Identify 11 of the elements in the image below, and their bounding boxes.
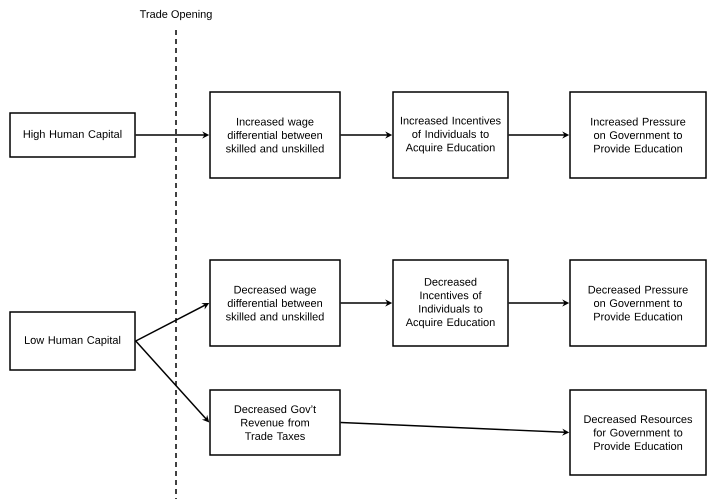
axis-label: Trade Opening (140, 10, 212, 20)
process-box: Decreased Pressure on Government to Provide Education (569, 259, 707, 347)
process-box: Decreased wage differential between skilled and unskilled (209, 259, 341, 347)
process-box: Decreased Incentives of Individuals to Acquire Education (392, 259, 509, 347)
process-box: High Human Capital (9, 112, 136, 158)
process-box: Low Human Capital (9, 311, 136, 371)
process-box: Decreased Gov’t Revenue from Trade Taxes (209, 389, 341, 456)
process-box: Increased Incentives of Individuals to Acquire Education (392, 91, 509, 179)
process-box: Decreased Resources for Government to Provide Education (569, 389, 707, 476)
process-box: Increased Pressure on Government to Provide Education (569, 91, 707, 179)
process-box: Increased wage differential between skilled and unskilled (209, 91, 341, 179)
